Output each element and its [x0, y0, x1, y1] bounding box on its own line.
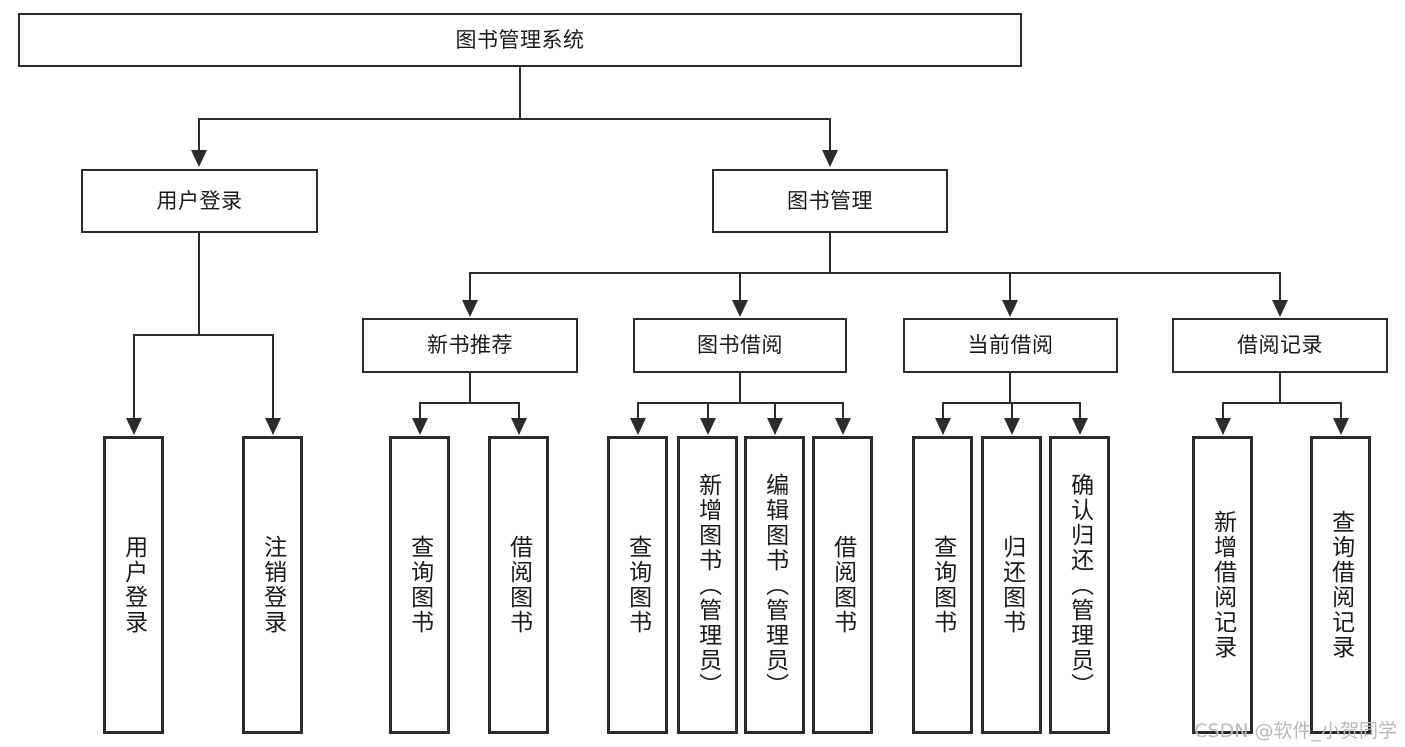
edge-borrow-to-leaf-4: [842, 402, 844, 420]
arrow-current-to-leaf-1: [935, 418, 951, 435]
leaf-borrow-add-book[interactable]: 新增图书（管理员）: [677, 436, 738, 734]
node-label: 新增借阅记录: [1209, 510, 1236, 660]
leaf-records-query[interactable]: 查询借阅记录: [1310, 436, 1371, 734]
edge-book-mgmt-to-records: [1279, 272, 1281, 302]
arrow-records-to-leaf-1: [1215, 418, 1231, 435]
leaf-current-query-book[interactable]: 查询图书: [912, 436, 973, 734]
edge-current-to-leaf-1: [942, 402, 944, 420]
edge-user-login-stem: [198, 233, 200, 335]
edge-current-to-leaf-3: [1079, 402, 1081, 420]
node-user-login[interactable]: 用户登录: [81, 169, 318, 233]
node-label: 新书推荐: [427, 333, 513, 358]
arrow-current-to-leaf-3: [1072, 418, 1088, 435]
node-label: 借阅记录: [1237, 333, 1323, 358]
arrow-current-to-leaf-2: [1004, 418, 1020, 435]
node-label: 借阅图书: [829, 535, 856, 635]
node-label: 查询图书: [406, 535, 433, 635]
arrow-user-login-to-leaf-1: [126, 418, 142, 435]
edge-book-mgmt-to-current: [1009, 272, 1011, 302]
arrow-book-mgmt-to-new-books: [462, 300, 478, 317]
leaf-borrow-edit-book[interactable]: 编辑图书（管理员）: [744, 436, 805, 734]
leaf-borrow-query-book[interactable]: 查询图书: [607, 436, 668, 734]
node-label: 借阅图书: [505, 535, 532, 635]
node-label: 查询图书: [624, 535, 651, 635]
edge-records-to-leaf-1: [1222, 402, 1224, 420]
edge-new-books-to-leaf-1: [419, 402, 421, 420]
edge-user-login-bus: [133, 334, 274, 336]
node-borrow-records[interactable]: 借阅记录: [1172, 318, 1388, 373]
leaf-new-book-borrow[interactable]: 借阅图书: [488, 436, 549, 734]
leaf-user-logout[interactable]: 注销登录: [242, 436, 303, 734]
edge-root-to-book-mgmt: [829, 118, 831, 152]
edge-new-books-to-leaf-2: [518, 402, 520, 420]
leaf-borrow-borrow-book[interactable]: 借阅图书: [812, 436, 873, 734]
node-label: 图书管理: [787, 188, 873, 213]
node-label: 查询借阅记录: [1327, 510, 1354, 660]
edge-new-books-stem: [469, 373, 471, 403]
arrow-book-mgmt-to-current: [1002, 300, 1018, 317]
edge-user-login-to-leaf-1: [133, 334, 135, 420]
leaf-new-book-query[interactable]: 查询图书: [389, 436, 450, 734]
arrow-new-books-to-leaf-1: [412, 418, 428, 435]
node-root-system[interactable]: 图书管理系统: [18, 13, 1022, 67]
node-label: 查询图书: [929, 535, 956, 635]
edge-root-bus: [198, 118, 831, 120]
edge-current-stem: [1009, 373, 1011, 403]
edge-borrow-to-leaf-2: [707, 402, 709, 420]
arrow-borrow-to-leaf-3: [767, 418, 783, 435]
edge-borrow-stem: [739, 373, 741, 403]
node-label: 新增图书（管理员）: [694, 472, 721, 698]
edge-borrow-to-leaf-1: [637, 402, 639, 420]
node-label: 当前借阅: [967, 333, 1054, 358]
node-book-borrow[interactable]: 图书借阅: [633, 318, 847, 373]
edge-new-books-bus: [419, 402, 520, 404]
edge-book-mgmt-to-new-books: [469, 272, 471, 302]
edge-records-bus: [1222, 402, 1341, 404]
node-label: 归还图书: [998, 535, 1025, 635]
leaf-current-confirm-return[interactable]: 确认归还（管理员）: [1049, 436, 1110, 734]
arrow-borrow-to-leaf-2: [700, 418, 716, 435]
node-label: 图书借阅: [697, 333, 783, 358]
arrow-borrow-to-leaf-4: [835, 418, 851, 435]
node-label: 用户登录: [120, 535, 147, 635]
node-label: 图书管理系统: [455, 27, 585, 52]
arrow-book-mgmt-to-borrow: [732, 300, 748, 317]
edge-current-to-leaf-2: [1011, 402, 1013, 420]
edge-borrow-bus: [637, 402, 843, 404]
node-book-management[interactable]: 图书管理: [712, 169, 948, 233]
leaf-current-return-book[interactable]: 归还图书: [981, 436, 1042, 734]
node-label: 编辑图书（管理员）: [761, 472, 788, 698]
edge-book-mgmt-bus: [469, 272, 1281, 274]
csdn-watermark: CSDN @软件_小贺同学: [1194, 720, 1397, 742]
node-new-book-recommend[interactable]: 新书推荐: [362, 318, 578, 373]
edge-book-mgmt-stem: [829, 233, 831, 274]
node-label: 确认归还（管理员）: [1066, 472, 1093, 698]
edge-borrow-to-leaf-3: [774, 402, 776, 420]
node-label: 注销登录: [259, 535, 286, 635]
arrow-records-to-leaf-2: [1333, 418, 1349, 435]
arrow-root-to-user-login: [191, 150, 207, 167]
arrow-new-books-to-leaf-2: [511, 418, 527, 435]
arrow-book-mgmt-to-records: [1272, 300, 1288, 317]
leaf-user-login[interactable]: 用户登录: [103, 436, 164, 734]
node-label: 用户登录: [156, 188, 243, 213]
arrow-borrow-to-leaf-1: [630, 418, 646, 435]
arrow-root-to-book-mgmt: [822, 150, 838, 167]
node-current-borrow[interactable]: 当前借阅: [903, 318, 1118, 373]
arrow-user-login-to-leaf-2: [265, 418, 281, 435]
edge-records-stem: [1279, 373, 1281, 403]
edge-records-to-leaf-2: [1340, 402, 1342, 420]
edge-root-to-user-login: [198, 118, 200, 152]
leaf-records-add[interactable]: 新增借阅记录: [1192, 436, 1253, 734]
edge-root-stem: [519, 67, 521, 119]
edge-book-mgmt-to-borrow: [739, 272, 741, 302]
edge-user-login-to-leaf-2: [272, 334, 274, 420]
